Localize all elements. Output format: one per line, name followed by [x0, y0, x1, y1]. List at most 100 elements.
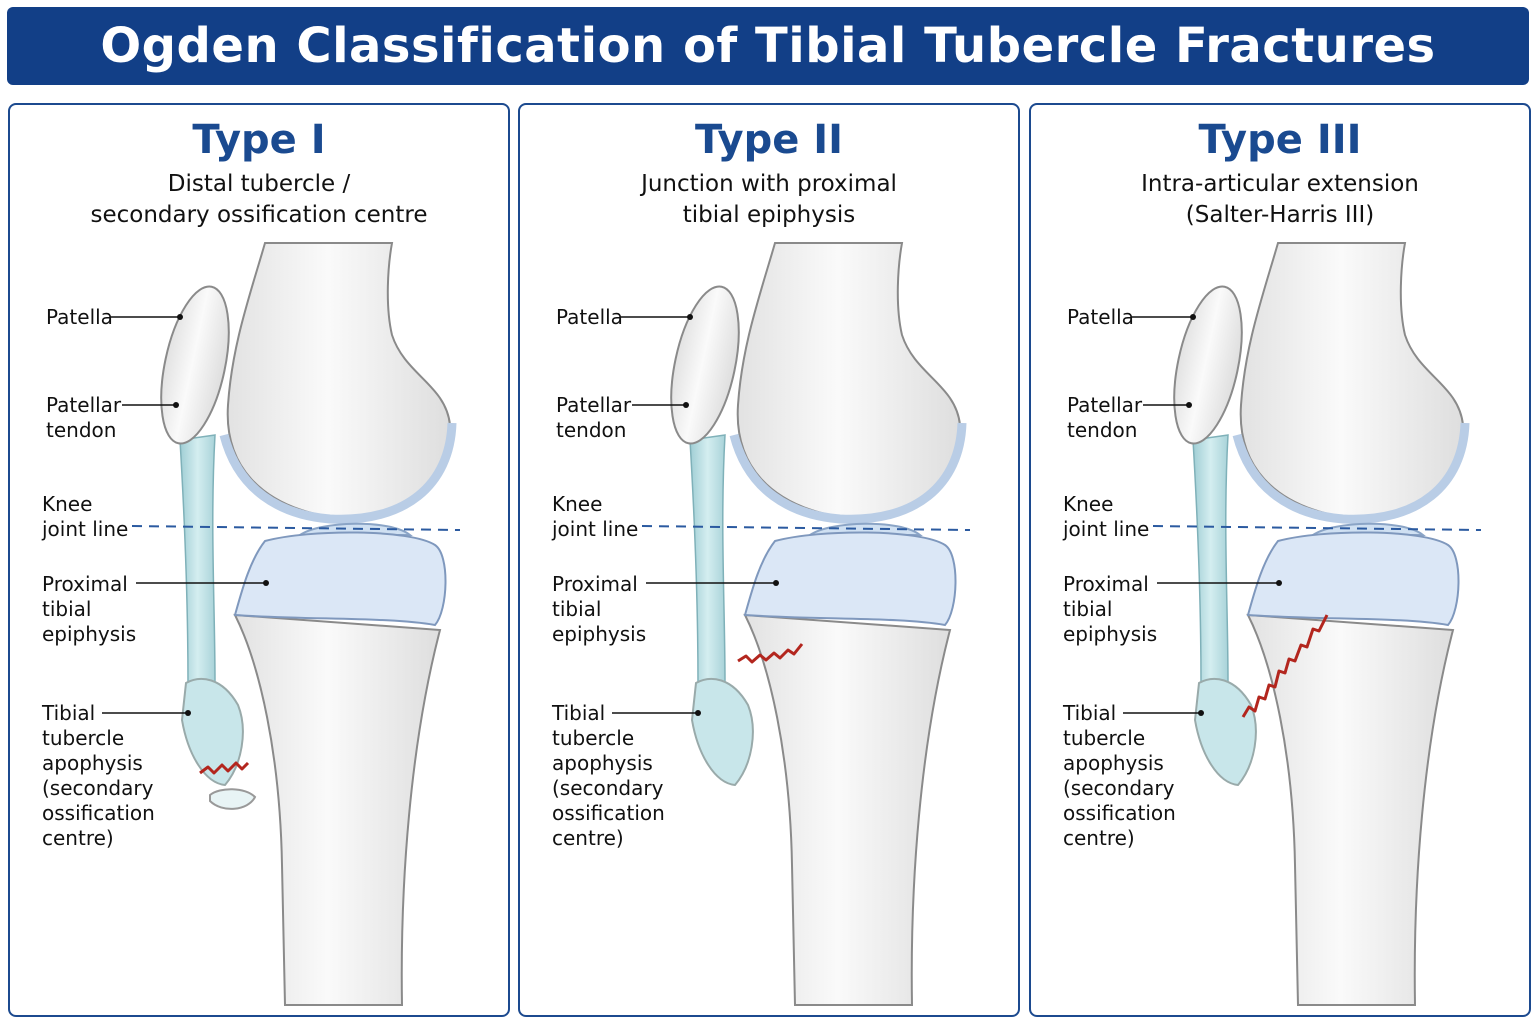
label-line: tubercle [552, 726, 635, 750]
label-line: Tibial [1063, 701, 1117, 725]
pointer-dot [773, 580, 779, 586]
title-banner: Ogden Classification of Tibial Tubercle … [7, 7, 1529, 85]
proximal-tibial-epiphysis [1246, 531, 1460, 627]
label-line: centre) [552, 826, 624, 850]
subtitle-line: tibial epiphysis [682, 202, 856, 228]
knee-joint-line [641, 525, 971, 531]
knee-illustration [612, 242, 971, 1006]
label-line: Proximal [42, 572, 128, 596]
femoral-cartilage [219, 422, 457, 524]
femur [1239, 242, 1465, 519]
panel-title: Type I [192, 117, 326, 163]
tibial-tubercle-apophysis [1193, 677, 1257, 787]
label-line: (secondary [1063, 776, 1175, 800]
pointer-dot [1198, 710, 1204, 716]
label-line: centre) [1063, 826, 1135, 850]
label-patella: Patella [556, 305, 623, 330]
knee-joint-line [131, 525, 461, 531]
label-line: tendon [556, 418, 627, 442]
tibial-tubercle-apophysis [690, 677, 754, 787]
knee-illustration [1123, 242, 1482, 1006]
label-line: Knee [552, 492, 603, 516]
label-patella: Patella [1067, 305, 1134, 330]
knee-illustration [102, 242, 461, 1006]
label-line: tendon [46, 418, 117, 442]
label-line: tubercle [1063, 726, 1146, 750]
label-line: joint line [42, 517, 129, 541]
label-line: (secondary [42, 776, 154, 800]
label-line: centre) [42, 826, 114, 850]
femur [226, 242, 452, 519]
pointer-dot [1190, 314, 1196, 320]
pointer-dot [263, 580, 269, 586]
label-line: apophysis [1063, 751, 1164, 775]
label-line: Patellar [1067, 393, 1143, 417]
subtitle-line: Intra-articular extension [1141, 171, 1419, 197]
label-line: Patellar [556, 393, 632, 417]
femoral-cartilage [1232, 422, 1470, 524]
label-line: Patella [46, 305, 113, 329]
avulsed-fragment [209, 788, 257, 810]
subtitle-line: secondary ossification centre [90, 202, 428, 228]
label-line: tibial [42, 597, 92, 621]
femoral-cartilage [729, 422, 967, 524]
pointer-dot [1276, 580, 1282, 586]
label-line: epiphysis [42, 622, 137, 646]
patellar-tendon [179, 434, 216, 684]
femur [736, 242, 962, 519]
proximal-tibial-epiphysis [233, 531, 447, 627]
label-line: joint line [1063, 517, 1150, 541]
pointer-dot [683, 402, 689, 408]
pointer-dot [177, 314, 183, 320]
label-line: epiphysis [1063, 622, 1158, 646]
label-line: Proximal [1063, 572, 1149, 596]
pointer-dot [185, 710, 191, 716]
tibial-tubercle-apophysis [180, 677, 244, 787]
tibia [233, 613, 442, 1006]
label-line: ossification [42, 801, 155, 825]
page-title: Ogden Classification of Tibial Tubercle … [100, 18, 1436, 74]
pointer-dot [687, 314, 693, 320]
panel-type-1: Type I Distal tubercle / secondary ossific… [8, 103, 510, 1017]
pointer-dot [1186, 402, 1192, 408]
knee-joint-line [1152, 525, 1482, 531]
label-line: Tibial [552, 701, 606, 725]
label-line: epiphysis [552, 622, 647, 646]
label-line: tubercle [42, 726, 125, 750]
label-line: tibial [1063, 597, 1113, 621]
label-line: apophysis [552, 751, 653, 775]
label-line: ossification [1063, 801, 1176, 825]
label-line: Patella [556, 305, 623, 329]
proximal-tibial-epiphysis [743, 531, 957, 627]
label-line: ossification [552, 801, 665, 825]
label-line: Knee [1063, 492, 1114, 516]
subtitle-line: (Salter-Harris III) [1185, 202, 1375, 228]
subtitle-line: Distal tubercle / [167, 171, 351, 197]
label-line: tendon [1067, 418, 1138, 442]
panel-subtitle: Distal tubercle / secondary ossification … [10, 169, 508, 231]
label-line: (secondary [552, 776, 664, 800]
label-line: apophysis [42, 751, 143, 775]
subtitle-line: Junction with proximal [641, 171, 897, 197]
label-line: joint line [552, 517, 639, 541]
label-line: Patella [1067, 305, 1134, 329]
patellar-tendon [1192, 434, 1229, 684]
panel-subtitle: Intra-articular extension (Salter-Harris … [1031, 169, 1529, 231]
label-line: Tibial [42, 701, 96, 725]
label-patella: Patella [46, 305, 113, 330]
patellar-tendon [689, 434, 726, 684]
panel-subtitle: Junction with proximal tibial epiphysis [520, 169, 1018, 231]
pointer-dot [695, 710, 701, 716]
pointer-dot [173, 402, 179, 408]
